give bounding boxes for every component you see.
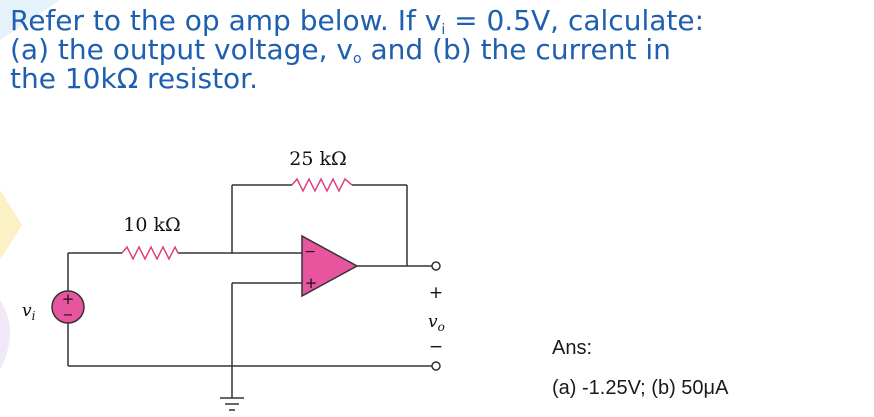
source-minus-sign: − xyxy=(63,308,74,323)
source-voltage-label: vi xyxy=(22,301,36,323)
problem-line-1: Refer to the op amp below. If vi = 0.5V,… xyxy=(10,4,705,38)
output-plus-sign: + xyxy=(429,283,443,303)
output-minus-sign: − xyxy=(429,337,443,357)
ground-symbol xyxy=(220,397,244,411)
op-amp-noninverting-sign: + xyxy=(305,274,318,292)
problem-line-3: the 10kΩ resistor. xyxy=(10,62,259,95)
answer-text: (a) -1.25V; (b) 50μA xyxy=(552,377,729,399)
output-voltage-label: vo xyxy=(428,312,445,334)
answer-heading: Ans: xyxy=(552,337,593,359)
voltage-source xyxy=(51,290,85,324)
input-resistor-label: 10 kΩ xyxy=(123,214,180,236)
op-amp-triangle xyxy=(301,234,359,298)
problem-statement: Refer to the op amp below. If vi = 0.5V,… xyxy=(10,6,870,93)
feedback-resistor xyxy=(291,177,353,193)
problem-line-2: (a) the output voltage, vo and (b) the c… xyxy=(10,33,671,67)
feedback-resistor-label: 25 kΩ xyxy=(289,148,346,170)
input-resistor xyxy=(121,245,179,261)
op-amp-inverting-sign: − xyxy=(304,244,316,260)
output-terminal-bottom xyxy=(431,361,441,371)
output-terminal-top xyxy=(431,261,441,271)
source-plus-sign: + xyxy=(62,290,75,308)
